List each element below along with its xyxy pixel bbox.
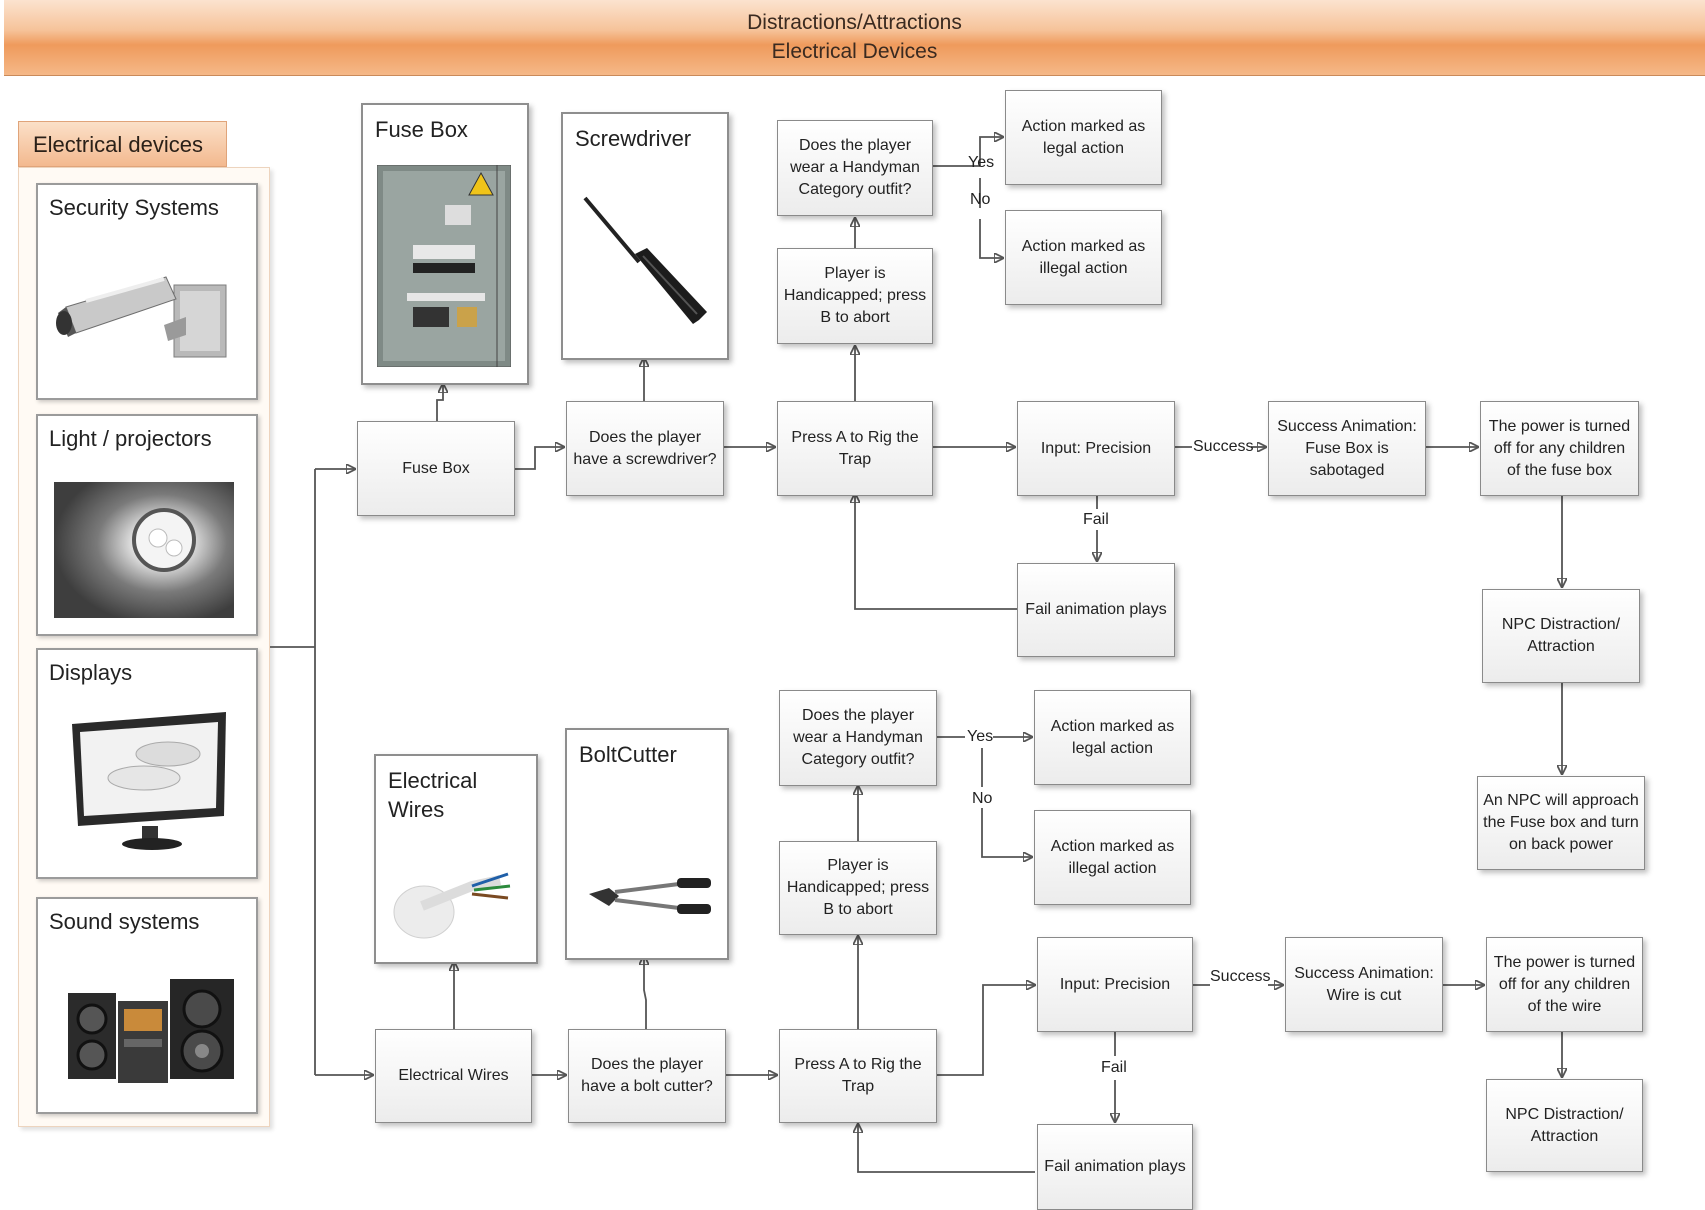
electrical-wires-step: Electrical Wires [375, 1029, 532, 1123]
picture-title: Fuse Box [375, 117, 468, 142]
category-sound-systems: Sound systems [36, 897, 258, 1114]
precision-input-step: Input: Precision [1037, 937, 1193, 1032]
handicapped-step: Player is Handicapped; press B to abort [777, 248, 933, 344]
npc-restore-power-step: An NPC will approach the Fuse box and tu… [1477, 776, 1645, 870]
legal-action-result: Action marked as legal action [1005, 90, 1162, 185]
fail-animation-step: Fail animation plays [1017, 563, 1175, 657]
power-off-step: The power is turned off for any children… [1486, 937, 1643, 1032]
handyman-outfit-decision: Does the player wear a Handyman Category… [777, 120, 933, 216]
monitor-display-icon [72, 712, 226, 850]
picture-title: Screwdriver [575, 126, 692, 151]
illegal-action-result: Action marked as illegal action [1034, 810, 1191, 905]
no-label: No [970, 191, 991, 208]
success-label: Success [1210, 968, 1271, 985]
banner-title: Distractions/Attractions [747, 11, 962, 34]
handyman-outfit-decision: Does the player wear a Handyman Category… [779, 690, 937, 786]
stereo-system-icon [68, 979, 234, 1083]
category-label: Security Systems [49, 195, 219, 220]
category-light-projectors: Light / projectors [36, 414, 258, 636]
fail-label: Fail [1083, 511, 1109, 528]
fail-label: Fail [1101, 1059, 1127, 1076]
screwdriver-picture: Screwdriver [561, 112, 729, 360]
electrical-wires-picture: Electrical Wires [374, 754, 538, 964]
picture-title: Electrical Wires [388, 768, 478, 822]
npc-distraction-step: NPC Distraction/ Attraction [1482, 589, 1640, 683]
illegal-action-result: Action marked as illegal action [1005, 210, 1162, 305]
rig-trap-step: Press A to Rig the Trap [779, 1029, 937, 1123]
success-animation-step: Success Animation: Fuse Box is sabotaged [1268, 401, 1426, 496]
has-bolt-cutter-decision: Does the player have a bolt cutter? [568, 1029, 726, 1123]
fuse-box-step: Fuse Box [357, 421, 515, 516]
category-tab: Electrical devices [18, 121, 227, 167]
yes-label: Yes [967, 728, 994, 745]
category-security-systems: Security Systems [36, 183, 258, 400]
npc-distraction-step: NPC Distraction/ Attraction [1486, 1079, 1643, 1172]
has-screwdriver-decision: Does the player have a screwdriver? [566, 401, 724, 496]
category-label: Displays [49, 660, 133, 685]
fail-animation-step: Fail animation plays [1037, 1124, 1193, 1210]
handicapped-step: Player is Handicapped; press B to abort [779, 841, 937, 935]
bolt-cutter-icon [589, 878, 711, 914]
category-label: Sound systems [49, 909, 200, 934]
success-animation-step: Success Animation: Wire is cut [1285, 937, 1443, 1032]
screwdriver-icon [583, 196, 707, 324]
security-camera-icon [56, 276, 227, 358]
wires-icon [393, 872, 511, 939]
projector-light-icon [54, 482, 234, 618]
legal-action-result: Action marked as legal action [1034, 690, 1191, 785]
banner-subtitle: Electrical Devices [771, 40, 938, 63]
no-label: No [972, 790, 993, 807]
yes-label: Yes [968, 154, 995, 171]
success-label: Success [1193, 438, 1254, 455]
power-off-step: The power is turned off for any children… [1480, 401, 1639, 496]
diagram-banner: Distractions/Attractions Electrical Devi… [4, 0, 1705, 76]
bolt-cutter-picture: BoltCutter [565, 728, 729, 960]
rig-trap-step: Press A to Rig the Trap [777, 401, 933, 496]
fuse-box-icon [377, 165, 511, 367]
picture-title: BoltCutter [579, 742, 677, 767]
fuse-box-picture: Fuse Box [361, 103, 529, 385]
category-label: Light / projectors [49, 426, 212, 451]
precision-input-step: Input: Precision [1017, 401, 1175, 496]
category-displays: Displays [36, 648, 258, 879]
